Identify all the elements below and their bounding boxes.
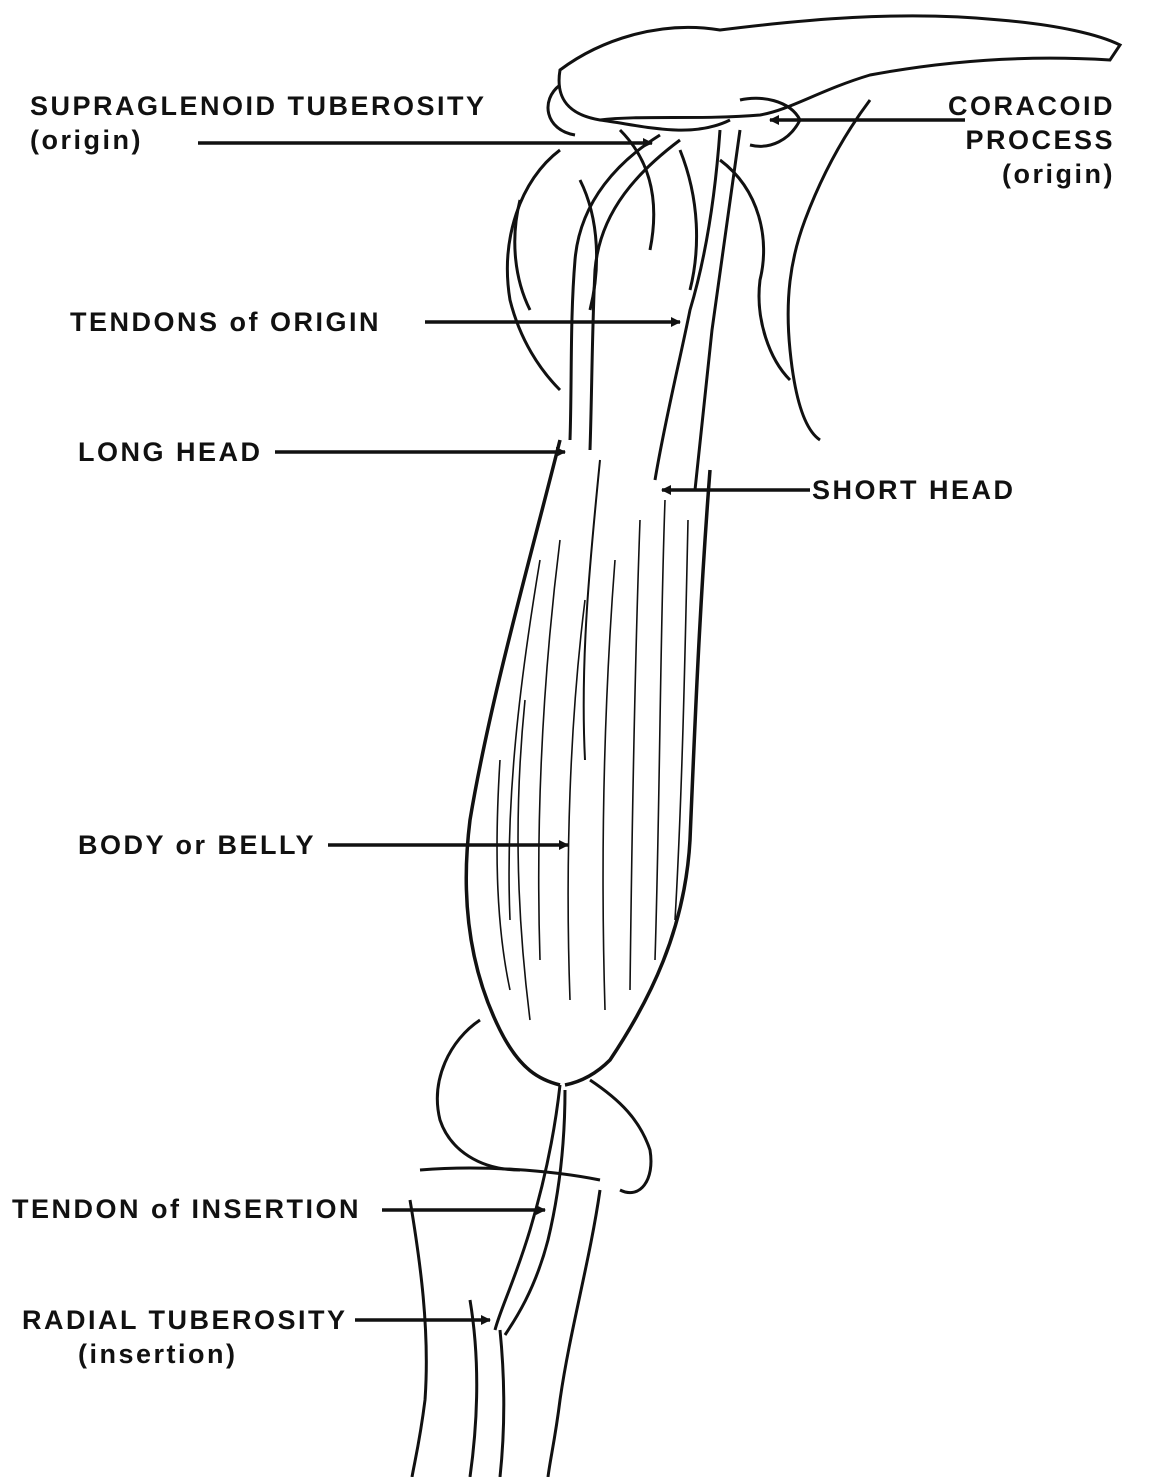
- short-head-title: SHORT HEAD: [812, 475, 1016, 505]
- label-short-head: SHORT HEAD: [812, 474, 1016, 508]
- leader-arrows: [198, 120, 965, 1320]
- coracoid-title: CORACOID: [930, 90, 1115, 124]
- label-supraglenoid-tuberosity: SUPRAGLENOID TUBEROSITY (origin): [30, 90, 487, 158]
- supraglenoid-note: (origin): [30, 124, 487, 158]
- label-coracoid-process: CORACOID PROCESS (origin): [930, 90, 1115, 191]
- label-tendons-of-origin: TENDONS of ORIGIN: [70, 306, 381, 340]
- radial-tuberosity-note: (insertion): [22, 1338, 348, 1372]
- label-long-head: LONG HEAD: [78, 436, 263, 470]
- scapula-drawing: [507, 16, 1120, 440]
- supraglenoid-title: SUPRAGLENOID TUBEROSITY: [30, 90, 487, 124]
- tendons-origin-title: TENDONS of ORIGIN: [70, 307, 381, 337]
- long-head-title: LONG HEAD: [78, 437, 263, 467]
- label-tendon-of-insertion: TENDON of INSERTION: [12, 1193, 361, 1227]
- origin-tendons-drawing: [570, 130, 740, 490]
- elbow-forearm-drawing: [410, 1020, 651, 1477]
- muscle-belly-drawing: [466, 440, 710, 1085]
- radial-tuberosity-title: RADIAL TUBEROSITY: [22, 1304, 348, 1338]
- coracoid-note: (origin): [930, 158, 1115, 192]
- label-radial-tuberosity: RADIAL TUBEROSITY (insertion): [22, 1304, 348, 1372]
- label-body-or-belly: BODY or BELLY: [78, 829, 316, 863]
- tendon-insertion-title: TENDON of INSERTION: [12, 1194, 361, 1224]
- coracoid-line2: PROCESS: [930, 124, 1115, 158]
- body-belly-title: BODY or BELLY: [78, 830, 316, 860]
